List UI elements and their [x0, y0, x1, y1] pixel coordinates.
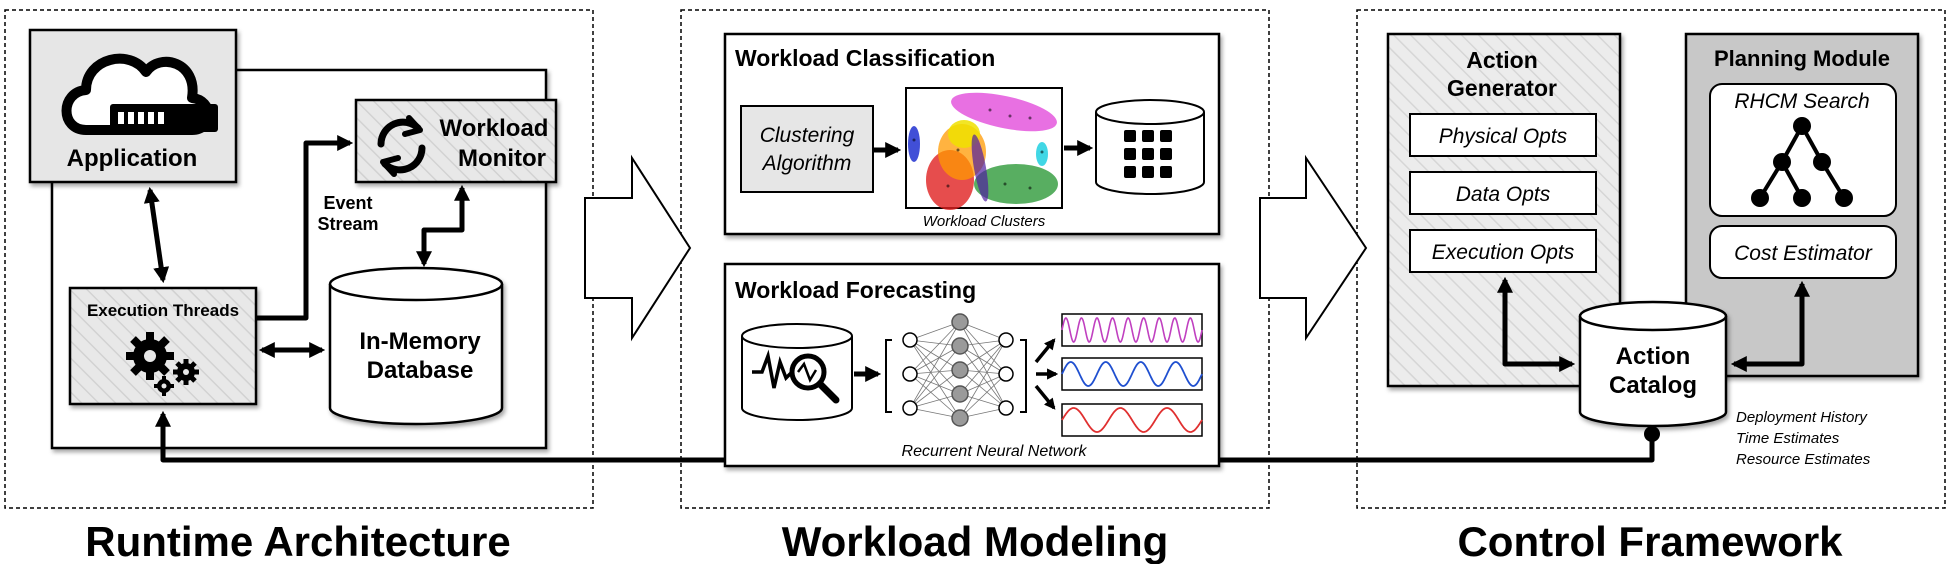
control-framework: Planning Module RHCM Search Cost Estimat…: [1386, 32, 1920, 468]
cluster-plot: [905, 87, 1063, 210]
workload-monitor-box: Workload Monitor: [354, 98, 558, 184]
forecast-wave-3: [1061, 407, 1203, 433]
catalog-note-1: Deployment History: [1736, 409, 1868, 426]
workload-modeling: Workload Classification Clustering Algor…: [723, 32, 1221, 468]
forecast-wave-1: [1061, 317, 1203, 343]
classification-title: Workload Classification: [735, 45, 995, 71]
cloud-server-icon: [61, 53, 218, 135]
catalog-label-line1: Action: [1616, 343, 1691, 370]
clustering-algorithm-box: [740, 105, 874, 193]
catalog-note-2: Time Estimates: [1736, 430, 1840, 447]
threads-label: Execution Threads: [87, 301, 239, 320]
data-opts-label: Data Opts: [1456, 183, 1551, 206]
refresh-icon: [377, 115, 426, 177]
event-stream-arrow: [256, 134, 354, 321]
rnn-diagram: [885, 313, 1027, 427]
monitor-label-line2: Monitor: [458, 145, 546, 172]
runtime-arrows: [143, 134, 471, 359]
cost-estimator-box: [1709, 225, 1897, 279]
flow-arrow-1: [584, 154, 692, 342]
monitor-label-line1: Workload: [440, 115, 549, 142]
action-catalog: [1578, 300, 1728, 428]
forecast-output-plots: [1061, 313, 1203, 437]
execution-opts-label: Execution Opts: [1432, 241, 1575, 264]
generator-title-line2: Generator: [1447, 75, 1557, 101]
physical-opts-label: Physical Opts: [1439, 125, 1568, 148]
catalog-label-line2: Catalog: [1609, 372, 1697, 399]
flow-arrow-2: [1259, 154, 1368, 342]
application-label: Application: [67, 145, 198, 172]
cost-estimator-label: Cost Estimator: [1734, 242, 1873, 265]
execution-opts-box: [1409, 229, 1597, 273]
application-box: Application: [28, 28, 238, 184]
control-arrows: [1496, 276, 1811, 373]
app-threads-arrow: [143, 186, 170, 284]
rnn-caption: Recurrent Neural Network: [902, 443, 1088, 460]
database-grid-icon: [1095, 99, 1205, 195]
catalog-note-3: Resource Estimates: [1736, 451, 1871, 468]
control-section-title: Control Framework: [1457, 518, 1843, 564]
event-stream-label-line2: Stream: [317, 214, 378, 234]
execution-threads-box: Execution Threads: [68, 286, 258, 406]
forecasting-title: Workload Forecasting: [735, 277, 976, 303]
runtime-architecture: Application Workload Monitor Event Strea…: [28, 28, 558, 450]
gears-icon: [126, 332, 199, 396]
waveform-search-icon: [741, 323, 853, 421]
database-label-line2: Database: [367, 357, 474, 384]
modeling-section-title: Workload Modeling: [782, 518, 1169, 564]
forecast-wave-2: [1061, 361, 1203, 387]
event-stream-label-line1: Event: [323, 193, 372, 213]
control-section-frame: [1356, 9, 1946, 509]
tree-icon: [1751, 117, 1853, 207]
clusters-caption: Workload Clusters: [923, 213, 1046, 230]
feedback-loop-dot: [1644, 426, 1660, 442]
runtime-section-title: Runtime Architecture: [85, 518, 511, 564]
data-opts-box: [1409, 171, 1597, 215]
clustering-label-line1: Clustering: [760, 124, 855, 147]
db-monitor-arrow: [415, 184, 471, 268]
rnn-output-arrows: [1034, 338, 1059, 410]
in-memory-database: [328, 266, 504, 426]
physical-opts-box: [1409, 113, 1597, 157]
rhcm-search-box: [1709, 83, 1897, 217]
clustering-label-line2: Algorithm: [761, 152, 852, 175]
rhcm-label: RHCM Search: [1734, 90, 1869, 113]
generator-title-line1: Action: [1466, 47, 1538, 73]
catalog-cost-arrow: [1730, 280, 1811, 373]
database-label-line1: In-Memory: [359, 328, 481, 355]
generator-catalog-arrow: [1496, 276, 1576, 373]
planning-title: Planning Module: [1714, 46, 1890, 71]
